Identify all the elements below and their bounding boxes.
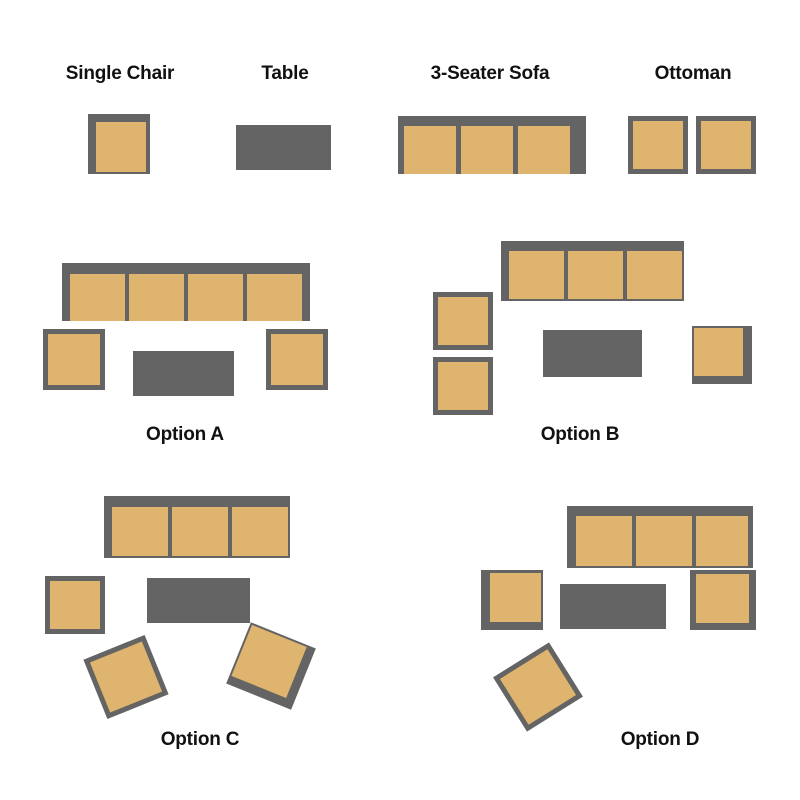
coffee-table xyxy=(133,351,234,396)
sofa-cushion xyxy=(247,274,302,321)
coffee-table xyxy=(147,578,250,623)
legend-label-3-seater-sofa: 3-Seater Sofa xyxy=(430,63,550,84)
chair-left-lower xyxy=(433,357,493,415)
legend-label-single-chair: Single Chair xyxy=(65,63,175,84)
sofa-cushion xyxy=(70,274,125,321)
sofa-cushion xyxy=(509,251,564,299)
chair-left xyxy=(43,329,105,390)
chair-seat xyxy=(490,573,541,622)
chair-body xyxy=(493,642,583,732)
chair-left xyxy=(45,576,105,634)
chair-seat xyxy=(96,122,146,172)
sofa-cushion xyxy=(696,574,749,623)
chair-seat xyxy=(50,581,100,629)
three-seater-sofa-icon xyxy=(398,116,586,174)
sofa-cushion xyxy=(129,274,184,321)
table-icon xyxy=(236,125,331,170)
chair-left-upper xyxy=(433,292,493,350)
ottoman-pad xyxy=(701,121,751,169)
chair-seat xyxy=(438,362,488,410)
chair-seat xyxy=(89,641,163,713)
ottoman-pad xyxy=(633,121,683,169)
option-c-label: Option C xyxy=(160,729,240,750)
chair-seat xyxy=(694,328,743,376)
chair-angled xyxy=(493,642,583,732)
chair-body xyxy=(226,622,316,710)
sofa-3-seat xyxy=(501,241,684,301)
sofa-cushion xyxy=(112,507,168,556)
sofa-4-seat xyxy=(62,263,310,321)
chair-angled-left xyxy=(83,634,169,720)
single-chair-icon xyxy=(88,114,150,174)
sofa-cushion xyxy=(518,126,570,174)
sofa-cushion xyxy=(172,507,228,556)
ottoman-icon xyxy=(696,116,756,174)
sofa-cushion xyxy=(568,251,623,299)
sofa-cushion xyxy=(696,516,748,566)
sectional-top-row xyxy=(567,506,753,568)
coffee-table xyxy=(543,330,642,377)
ottoman-icon xyxy=(628,116,688,174)
option-d-label: Option D xyxy=(620,729,700,750)
chair-seat xyxy=(48,334,100,385)
chair-seat xyxy=(271,334,323,385)
sofa-cushion xyxy=(636,516,692,566)
sofa-cushion xyxy=(576,516,632,566)
chair-seat xyxy=(499,649,577,725)
sofa-cushion xyxy=(627,251,682,299)
coffee-table xyxy=(560,584,666,629)
option-b-label: Option B xyxy=(540,424,620,445)
sofa-cushion xyxy=(461,126,513,174)
sectional-return-cushion xyxy=(690,570,756,630)
sofa-cushion xyxy=(404,126,456,174)
chair-right xyxy=(692,326,752,384)
chair-seat xyxy=(231,624,307,698)
option-a-label: Option A xyxy=(146,424,224,445)
chair-right xyxy=(266,329,328,390)
chair-seat xyxy=(438,297,488,345)
legend-label-ottoman: Ottoman xyxy=(654,63,732,84)
chair-angled-right xyxy=(226,622,316,710)
chair-body xyxy=(83,634,169,720)
legend-label-table: Table xyxy=(261,63,309,84)
sofa-3-seat xyxy=(104,496,290,558)
chair-left xyxy=(481,570,543,630)
sofa-cushion xyxy=(232,507,288,556)
sofa-cushion xyxy=(188,274,243,321)
